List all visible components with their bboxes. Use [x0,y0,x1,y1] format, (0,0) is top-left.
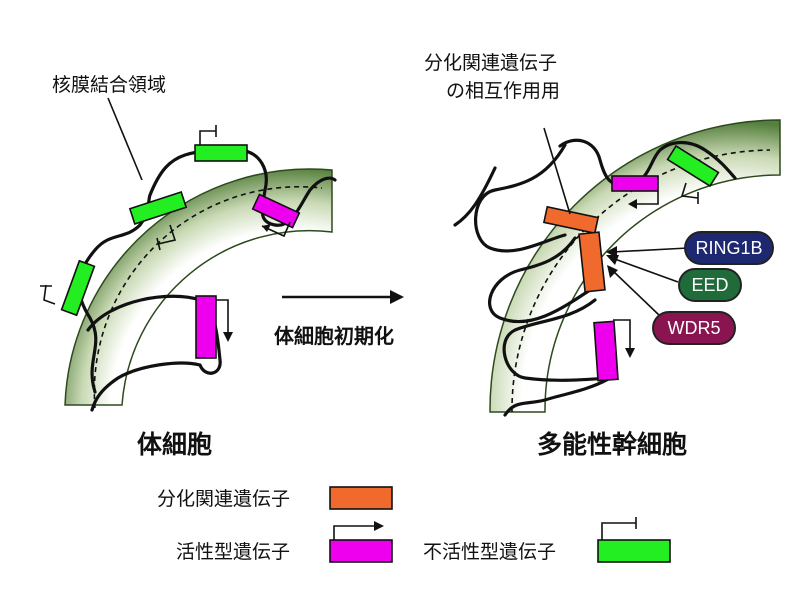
legend-inactive-mark [601,517,637,540]
nuclear-label-pointer [107,97,143,181]
active-gene [593,320,619,382]
inactive-promoter-mark [199,125,217,145]
active-arrow [261,221,291,238]
somatic-nucleus [40,97,337,412]
reprogramming-arrow [282,290,404,304]
inactive-gene [666,144,720,188]
chromatin-tail-right [503,376,612,417]
protein-arrow-ring1b [611,247,689,253]
chromatin-loop-right [474,143,567,253]
legend-active-arrow [333,525,378,540]
inactive-promoter-mark [156,224,177,251]
pluripotent-nucleus [453,119,781,417]
legend-inactive-label: 不活性型遺伝子 [423,541,557,563]
nuclear-membrane-region-label: 核膜結合領域 [52,74,167,96]
protein-arrow-eed [611,257,679,283]
legend-differentiation-swatch [329,486,393,510]
protein-arrow-wdr5 [611,269,661,317]
arrowhead [625,348,635,358]
interaction-label-pointer [543,127,571,215]
active-gene [195,295,217,359]
chromatin-loop-right [502,298,612,382]
active-arrow [632,191,659,205]
pluripotent-cell-title: 多能性幹細胞 [537,430,688,459]
chromatin-fiber-right [558,138,737,188]
active-gene [611,175,659,192]
differentiation-gene [578,231,606,293]
chromatin-loop-left [86,294,222,412]
arrowhead [374,521,384,531]
interaction-label-line1: 分化関連遺伝子 [424,52,558,74]
arrowhead [606,255,619,265]
arrowhead [262,224,271,232]
legend-active-swatch [329,539,393,563]
legend-inactive-swatch [597,539,671,563]
active-arrow [216,299,229,340]
protein-eed-badge: EED [678,268,742,302]
reprogramming-label: 体細胞初期化 [274,324,394,348]
inactive-gene [128,191,188,225]
legend-differentiation-label: 分化関連遺伝子 [157,488,291,510]
arrowhead [628,199,637,209]
legend-active-label: 活性型遺伝子 [176,541,291,563]
differentiation-gene [542,205,600,235]
inactive-promoter-mark [680,182,699,204]
inactive-gene [60,259,96,317]
protein-ring1b-badge: RING1B [684,231,774,265]
nuclear-lamina-left [64,168,333,406]
somatic-cell-title: 体細胞 [137,430,213,459]
protein-wdr5-badge: WDR5 [652,311,736,345]
inactive-promoter-mark [40,284,56,305]
chromatin-tail-right [453,166,497,227]
active-arrow [613,319,631,354]
arrowhead [223,332,233,342]
inner-dashed-membrane-left [93,185,323,409]
legend-symbols [329,486,671,563]
chromatin-loop-right [488,236,592,324]
inactive-gene [194,144,248,162]
arrowhead [607,265,618,278]
active-gene [251,193,301,229]
interaction-label-line2: の相互作用用 [446,80,561,102]
